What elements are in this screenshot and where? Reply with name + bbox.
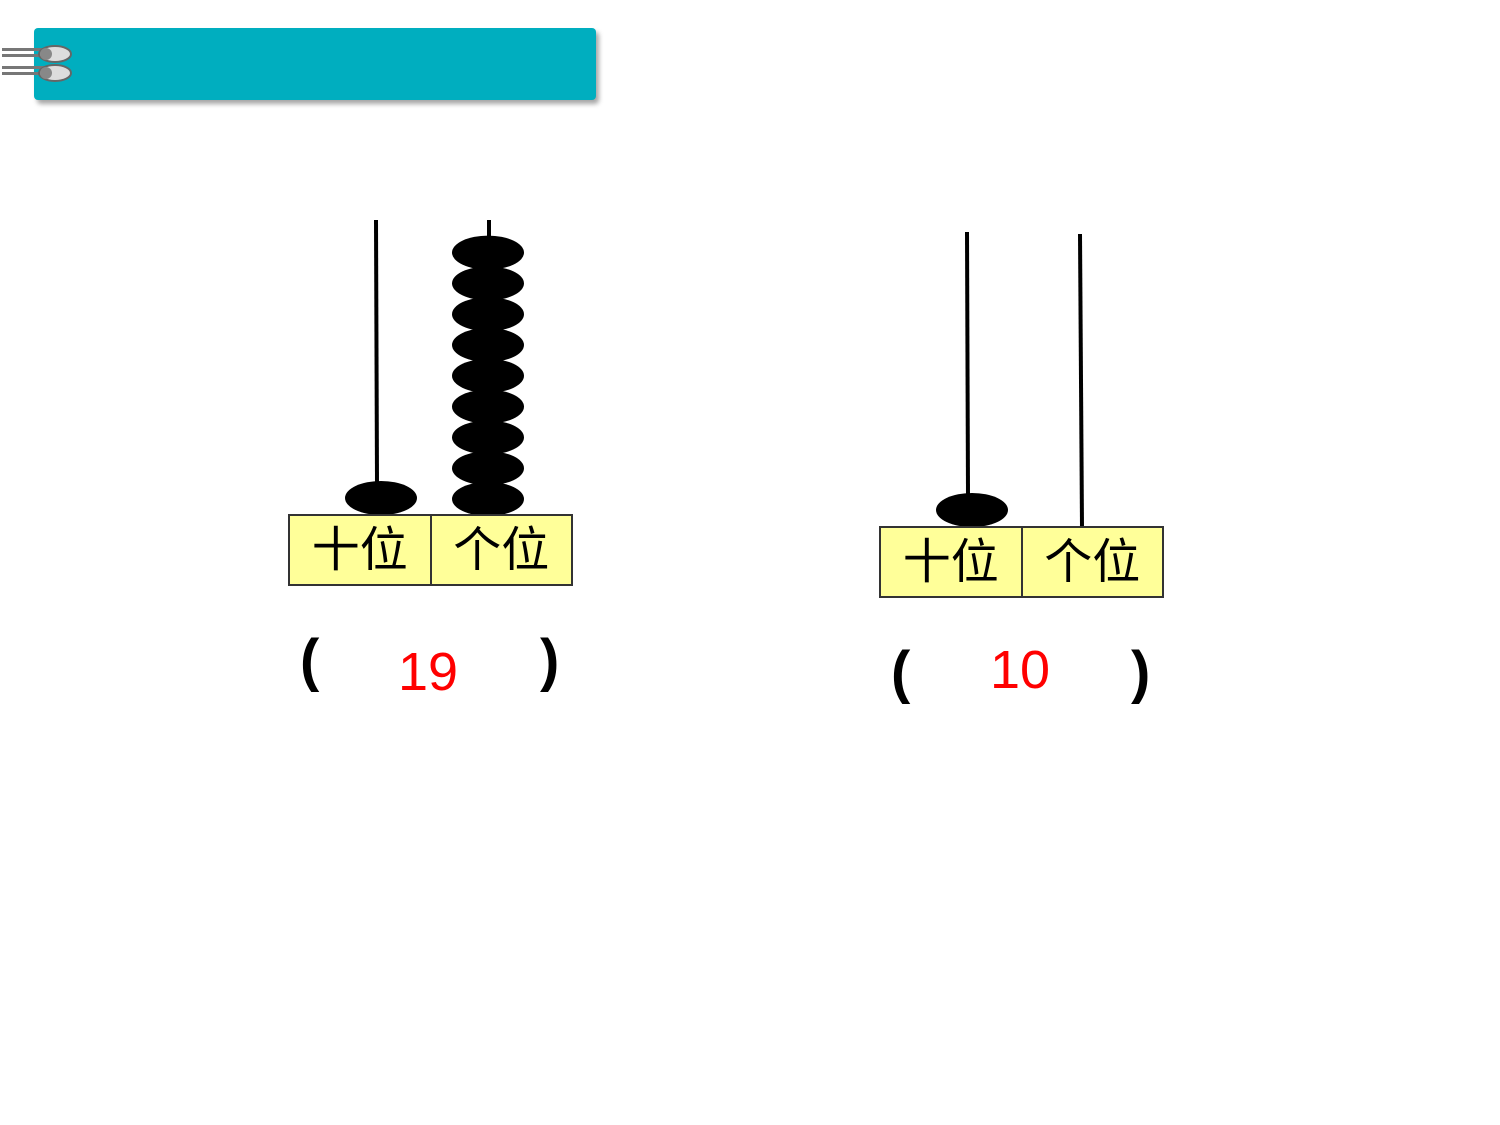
abacus-bead (452, 358, 524, 393)
abacus-bead (452, 328, 524, 362)
abacus-bead (936, 493, 1008, 527)
place-value-table-2: 十位 个位 (879, 526, 1164, 598)
abacus-bead (452, 235, 524, 270)
abacus-bead (452, 389, 524, 424)
close-paren: ) (540, 628, 560, 693)
tens-place-label: 十位 (311, 522, 408, 578)
tens-rod (965, 231, 970, 497)
abacus-bead (452, 451, 524, 486)
open-paren: ( (891, 640, 911, 705)
close-paren: ) (1131, 640, 1151, 705)
binder-rings-icon (2, 45, 72, 82)
abacus-bead (345, 481, 417, 515)
title-bar (34, 28, 596, 100)
ones-place-label: 个位 (1020, 528, 1163, 596)
abacus-bead (452, 482, 524, 516)
place-value-table-1: 十位 个位 (288, 514, 573, 586)
answer-2: 10 (990, 640, 1051, 700)
tens-rod (374, 219, 379, 485)
ones-rod (1078, 233, 1084, 529)
open-paren: ( (300, 628, 320, 693)
abacus-bead (452, 420, 524, 455)
abacus-bead (452, 297, 524, 332)
tens-place-label: 十位 (902, 534, 999, 590)
ones-place-label: 个位 (429, 516, 572, 584)
abacus-bead (452, 266, 524, 301)
answer-1: 19 (398, 642, 459, 702)
